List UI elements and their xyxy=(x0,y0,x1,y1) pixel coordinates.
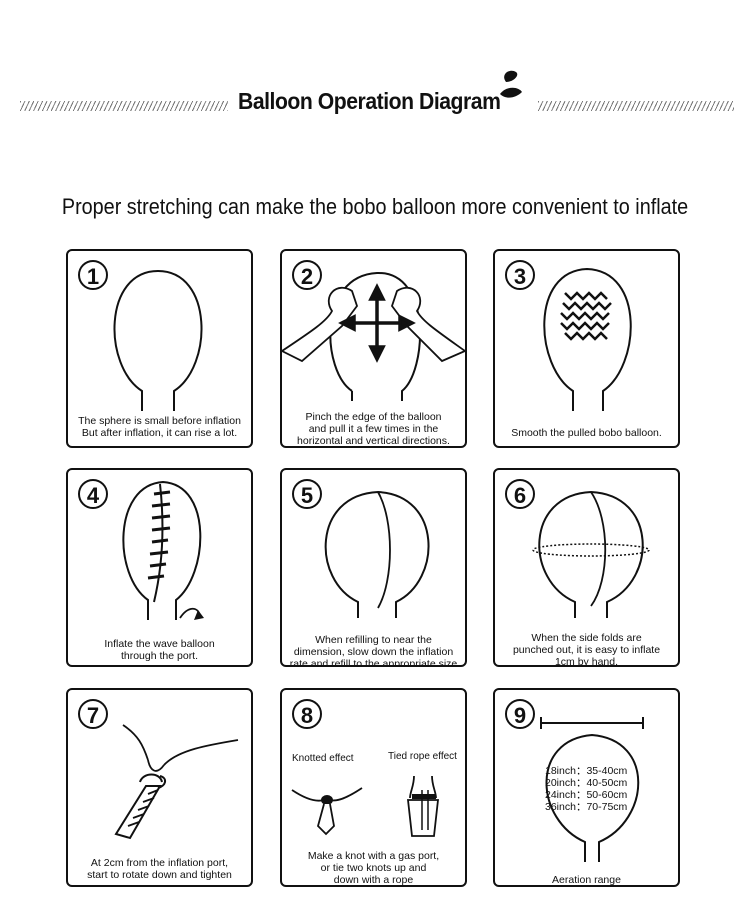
round-balloon-icon xyxy=(324,490,430,618)
step-number: 9 xyxy=(505,699,535,729)
step-number: 2 xyxy=(292,260,322,290)
caption-line: start to rotate down and tighten xyxy=(87,869,232,881)
knot-examples-icon xyxy=(291,775,440,837)
size-range: 18inch：35-40cm xyxy=(545,765,628,777)
step-number: 1 xyxy=(78,260,108,290)
step-number: 7 xyxy=(78,699,108,729)
caption-line: through the port. xyxy=(120,650,199,662)
step-number: 3 xyxy=(505,260,535,290)
step-card-2: 2 Pinch the edge of the balloon and pull… xyxy=(280,249,467,448)
page-title: Balloon Operation Diagram xyxy=(238,88,501,114)
aeration-range-icon xyxy=(540,717,644,862)
size-range: 20inch：40-50cm xyxy=(545,777,628,789)
caption-line: Pinch the edge of the balloon xyxy=(305,411,442,423)
caption-line: Aeration range xyxy=(552,874,621,886)
caption-line: The sphere is small before inflation xyxy=(78,415,241,427)
inflated-balloon-icon xyxy=(532,490,650,618)
page-subtitle: Proper stretching can make the bobo ball… xyxy=(61,194,689,219)
smoothed-balloon-icon xyxy=(543,267,632,411)
caption-line: Inflate the wave balloon xyxy=(104,638,215,650)
caption-line: down with a rope xyxy=(333,874,414,886)
caption-line: When the side folds are xyxy=(531,632,642,644)
caption-line: punched out, it is easy to inflate xyxy=(512,644,661,656)
step-card-4: 4 Inflate the wave balloon through the p… xyxy=(66,468,253,667)
twisting-port-icon xyxy=(114,724,239,840)
caption-line: dimension, slow down the inflation xyxy=(293,646,454,658)
splash-icon xyxy=(500,70,522,98)
step-card-5: 5 When refilling to near the dimension, … xyxy=(280,468,467,667)
caption-line: Make a knot with a gas port, xyxy=(307,850,440,862)
step-card-6: 6 When the side folds are punched out, i… xyxy=(493,468,680,667)
caption-line: and pull it a few times in the xyxy=(308,423,439,435)
caption-line: But after inflation, it can rise a lot. xyxy=(81,427,238,439)
step-number: 6 xyxy=(505,479,535,509)
step-card-1: 1 The sphere is small before inflation B… xyxy=(66,249,253,448)
stretching-hands-icon xyxy=(282,271,465,401)
size-range: 24inch：50-60cm xyxy=(545,789,628,801)
header-decoration-right xyxy=(538,101,734,111)
balloon-icon xyxy=(113,269,203,411)
wave-balloon-icon xyxy=(122,480,204,620)
size-range: 36inch：70-75cm xyxy=(545,801,628,813)
knotted-effect-label: Knotted effect xyxy=(292,753,354,764)
step-card-7: 7 At 2cm from the inflation port, start … xyxy=(66,688,253,887)
caption-line: or tie two knots up and xyxy=(320,862,427,874)
caption-line: horizontal and vertical directions. xyxy=(297,435,450,447)
caption-line: At 2cm from the inflation port, xyxy=(90,857,229,869)
caption-line: rate and refill to the appropriate size xyxy=(289,658,458,667)
step-card-3: 3 Smooth the pulled bobo balloon. xyxy=(493,249,680,448)
step-card-8: 8 Knotted effect Tied rope effect Make a… xyxy=(280,688,467,887)
step-number: 5 xyxy=(292,479,322,509)
header-decoration-left xyxy=(20,101,228,111)
caption-line: 1cm by hand. xyxy=(554,656,619,667)
caption-line: Smooth the pulled bobo balloon. xyxy=(511,427,662,439)
step-card-9: 9 18inch：35-40cm 20inch：40-50cm 24inch：5… xyxy=(493,688,680,887)
tied-rope-effect-label: Tied rope effect xyxy=(388,751,457,762)
step-number: 4 xyxy=(78,479,108,509)
step-number: 8 xyxy=(292,699,322,729)
caption-line: When refilling to near the xyxy=(315,634,432,646)
